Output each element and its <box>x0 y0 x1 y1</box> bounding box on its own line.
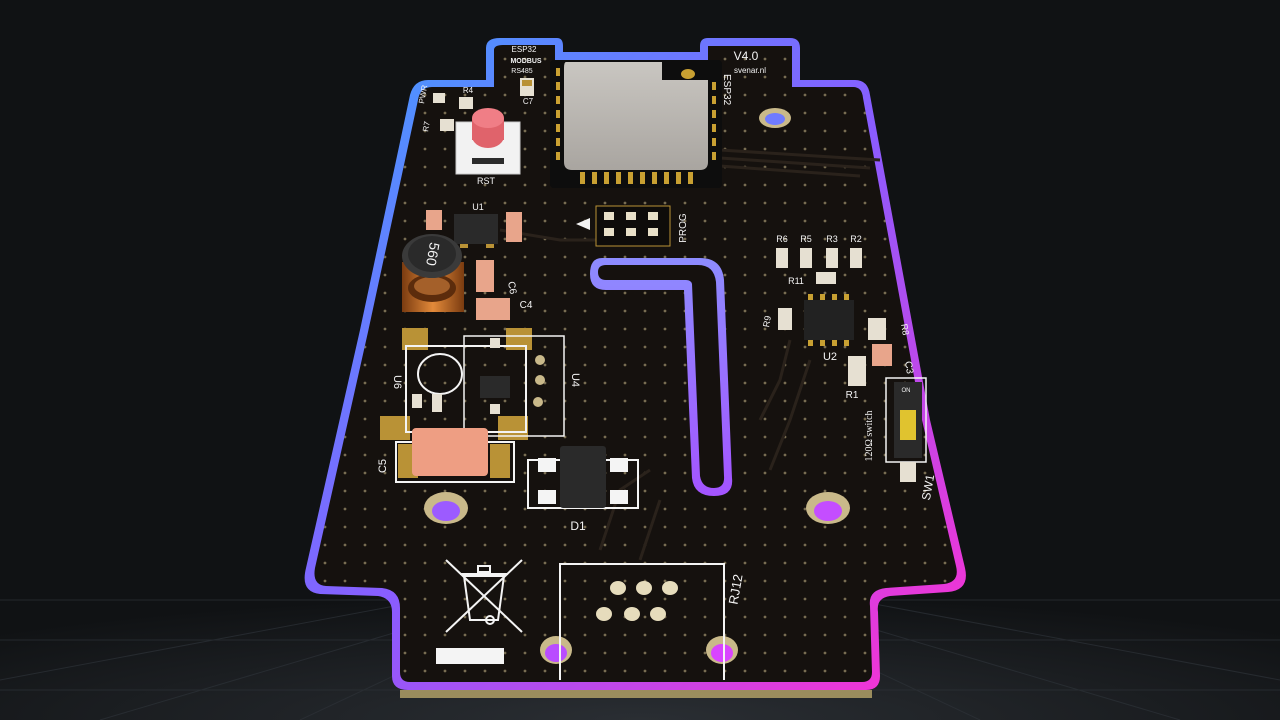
resistor-array <box>776 248 862 268</box>
inductor-560 <box>402 234 464 312</box>
weee-bar <box>436 648 504 664</box>
capacitor-c5 <box>412 428 488 476</box>
rj12-label: RJ12 <box>726 573 746 606</box>
title-line-3: RS485 <box>511 68 533 75</box>
version-label: V4.0 <box>734 49 759 63</box>
r8-label: R8 <box>899 323 911 336</box>
resistor-r7 <box>440 119 454 131</box>
u4-label: U4 <box>569 373 581 387</box>
r9-label: R9 <box>761 315 773 328</box>
r5-label: R5 <box>800 234 812 244</box>
title-line-1: ESP32 <box>512 45 537 54</box>
u6-label: U6 <box>391 375 403 389</box>
ic-u1 <box>454 214 498 244</box>
esp32-module <box>550 60 722 188</box>
c6-label: C6 <box>505 281 518 296</box>
switch-120-ohm-label: 120Ω switch <box>864 410 875 461</box>
c7-label: C7 <box>523 97 534 106</box>
pwr-label: PWR <box>417 84 429 104</box>
resistor-r4 <box>459 97 473 109</box>
capacitor-c1 <box>426 210 442 230</box>
c4-label: C4 <box>520 300 533 311</box>
esp32-label: ESP32 <box>721 74 732 106</box>
rst-label: RST <box>477 176 496 186</box>
rj12-connector <box>559 563 725 680</box>
ic-u2 <box>804 294 854 346</box>
prog-label: PROG <box>678 213 689 243</box>
sw1-label: SW1 <box>919 473 937 501</box>
pin1-marker-icon <box>576 218 590 230</box>
r2-label: R2 <box>850 234 862 244</box>
resistor-r1 <box>848 356 866 386</box>
rf-shield-can <box>564 62 708 170</box>
reset-button[interactable] <box>455 108 521 175</box>
via-field <box>314 45 957 682</box>
resistor-r11 <box>816 272 836 284</box>
u1-label: U1 <box>472 202 484 212</box>
capacitor-c6 <box>476 260 494 292</box>
inductor-value: 560 <box>423 241 443 267</box>
capacitor-c2 <box>506 212 522 242</box>
r1-label: R1 <box>846 390 859 401</box>
dc-dc-module <box>380 328 565 440</box>
capacitor-c3 <box>872 344 892 366</box>
r6-label: R6 <box>776 234 788 244</box>
dip-switch-sw1[interactable] <box>885 377 927 482</box>
c5-label: C5 <box>377 459 389 473</box>
r4-label: R4 <box>463 86 474 95</box>
c3-label: C3 <box>902 360 915 375</box>
diode-d1 <box>527 446 639 509</box>
capacitor-c4 <box>476 298 510 320</box>
led-pwr <box>433 93 445 103</box>
resistor-r8 <box>868 318 886 340</box>
u2-label: U2 <box>823 351 837 363</box>
weee-bin-icon <box>445 559 523 633</box>
switch-lever[interactable] <box>900 410 916 440</box>
r3-label: R3 <box>826 234 838 244</box>
r11-label: R11 <box>788 276 804 286</box>
mounting-holes <box>424 108 850 664</box>
switch-on-label: ON <box>902 388 911 394</box>
title-line-2: MODBUS <box>510 58 541 65</box>
slot-inner <box>598 265 725 488</box>
prog-header[interactable] <box>595 205 671 247</box>
r7-label: R7 <box>421 120 432 132</box>
d1-label: D1 <box>570 519 586 533</box>
copper-traces <box>499 148 881 561</box>
resistor-r9 <box>778 308 792 330</box>
board-edge-thickness <box>400 690 872 698</box>
website-label: svenar.nl <box>734 66 766 75</box>
